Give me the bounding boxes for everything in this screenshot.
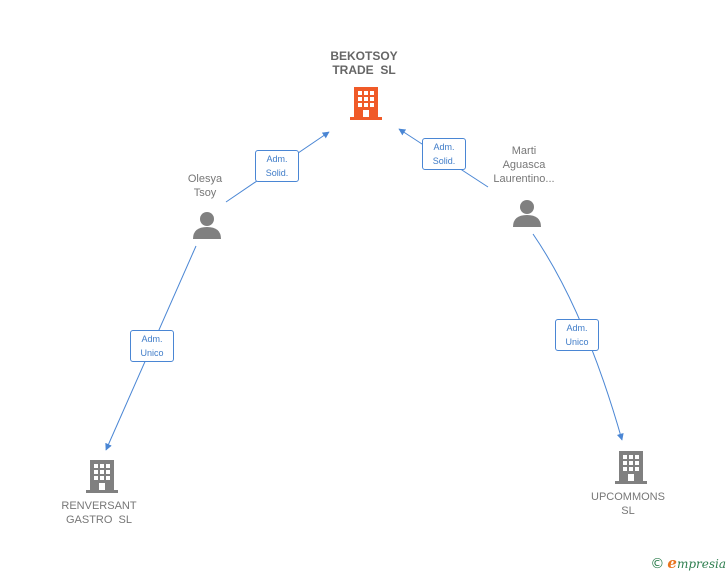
- edge-label-line: Solid.: [432, 156, 456, 166]
- edge-label-marti-bekotsoy[interactable]: Adm. Solid.: [422, 138, 466, 170]
- edge-label-olesya-bekotsoy[interactable]: Adm. Solid.: [255, 150, 299, 182]
- edge-label-olesya-renversant[interactable]: Adm. Unico: [130, 330, 174, 362]
- node-label-upcommons[interactable]: UPCOMMONS SL: [578, 490, 678, 518]
- edge-label-line: Adm.: [566, 323, 588, 333]
- node-label-line: TRADE SL: [332, 63, 396, 77]
- node-label-line: Olesya: [187, 173, 223, 185]
- building-icon[interactable]: [349, 85, 383, 126]
- node-label-line: UPCOMMONS: [591, 491, 665, 503]
- edge-label-line: Adm.: [266, 154, 288, 164]
- edge-label-marti-upcommons[interactable]: Adm. Unico: [555, 319, 599, 351]
- node-label-line: BEKOTSOY: [330, 49, 398, 63]
- edge-label-line: Adm.: [141, 334, 163, 344]
- edge-label-line: Solid.: [265, 168, 289, 178]
- person-icon[interactable]: [512, 198, 542, 233]
- brand-text: mpresia: [676, 557, 726, 571]
- building-icon[interactable]: [85, 458, 119, 499]
- node-label-line: Marti: [511, 145, 537, 157]
- brand-e: e: [667, 554, 677, 572]
- person-icon[interactable]: [192, 210, 222, 245]
- node-label-line: RENVERSANT: [61, 500, 137, 512]
- node-label-line: GASTRO SL: [65, 514, 133, 526]
- edge-label-line: Unico: [140, 348, 164, 358]
- copyright-icon: ©: [650, 556, 665, 572]
- node-label-line: Tsoy: [193, 187, 217, 199]
- node-label-line: Aguasca: [502, 159, 546, 171]
- building-icon[interactable]: [614, 449, 648, 490]
- node-label-line: SL: [621, 505, 635, 517]
- edge-label-line: Unico: [565, 337, 589, 347]
- node-label-olesya[interactable]: Olesya Tsoy: [165, 172, 245, 200]
- node-label-bekotsoy[interactable]: BEKOTSOY TRADE SL: [314, 49, 414, 77]
- empresia-logo: ©empresia: [650, 554, 726, 572]
- node-label-marti[interactable]: Marti Aguasca Laurentino...: [474, 144, 574, 186]
- node-label-renversant[interactable]: RENVERSANT GASTRO SL: [44, 499, 154, 527]
- edge-label-line: Adm.: [433, 142, 455, 152]
- node-label-line: Laurentino...: [493, 173, 555, 185]
